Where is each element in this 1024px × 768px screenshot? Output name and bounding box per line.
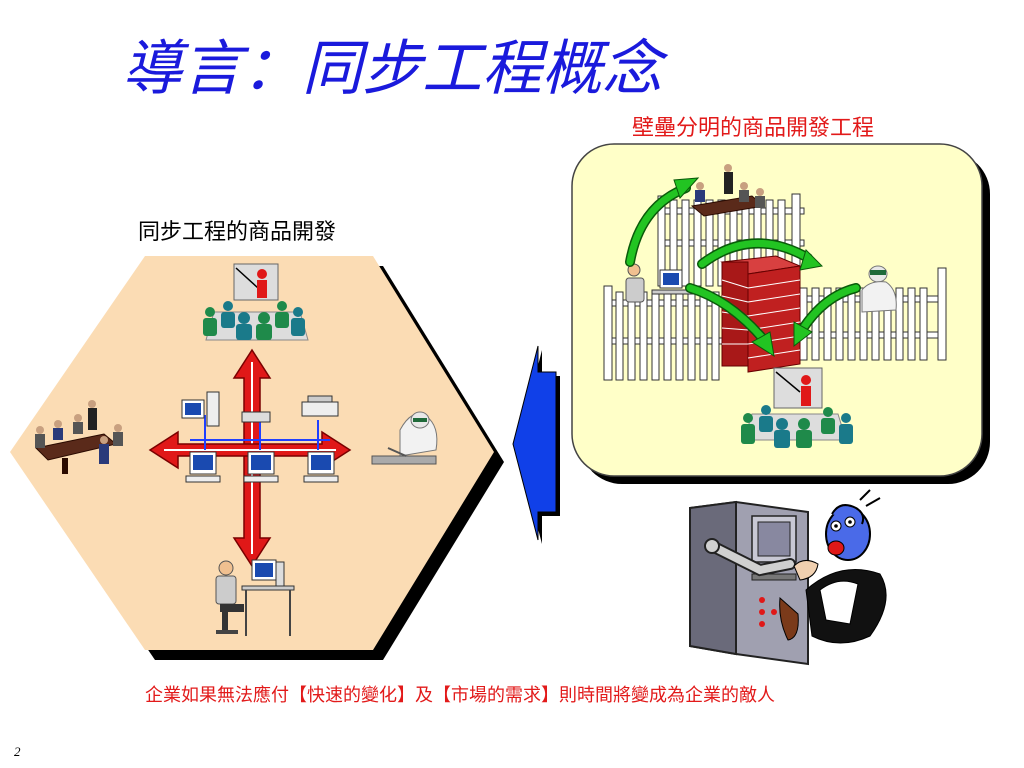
bottom-caption: 企業如果無法應付【快速的變化】及【市場的需求】則時間將變成為企業的敵人	[145, 685, 775, 706]
meeting-table-icon	[34, 400, 123, 474]
frustrated-computer-user-icon	[689, 489, 887, 666]
blue-left-arrow	[512, 345, 560, 544]
computer-network-icon	[181, 391, 339, 483]
desk-worker-icon	[215, 559, 295, 636]
label-wall-development: 壁壘分明的商品開發工程	[632, 116, 875, 141]
panel-cleanroom-worker-icon	[861, 265, 897, 313]
panel-meeting-icon	[690, 164, 766, 217]
label-concurrent-development: 同步工程的商品開發	[138, 220, 337, 245]
slide-title: 導言：同步工程概念	[122, 34, 662, 104]
presentation-team-icon	[203, 263, 309, 341]
panel-presentation-team-icon	[741, 367, 853, 448]
green-arrows	[625, 177, 861, 358]
cleanroom-worker-icon	[371, 411, 438, 465]
panel-desk-worker-icon	[625, 263, 701, 303]
page-number: 2	[14, 744, 21, 759]
